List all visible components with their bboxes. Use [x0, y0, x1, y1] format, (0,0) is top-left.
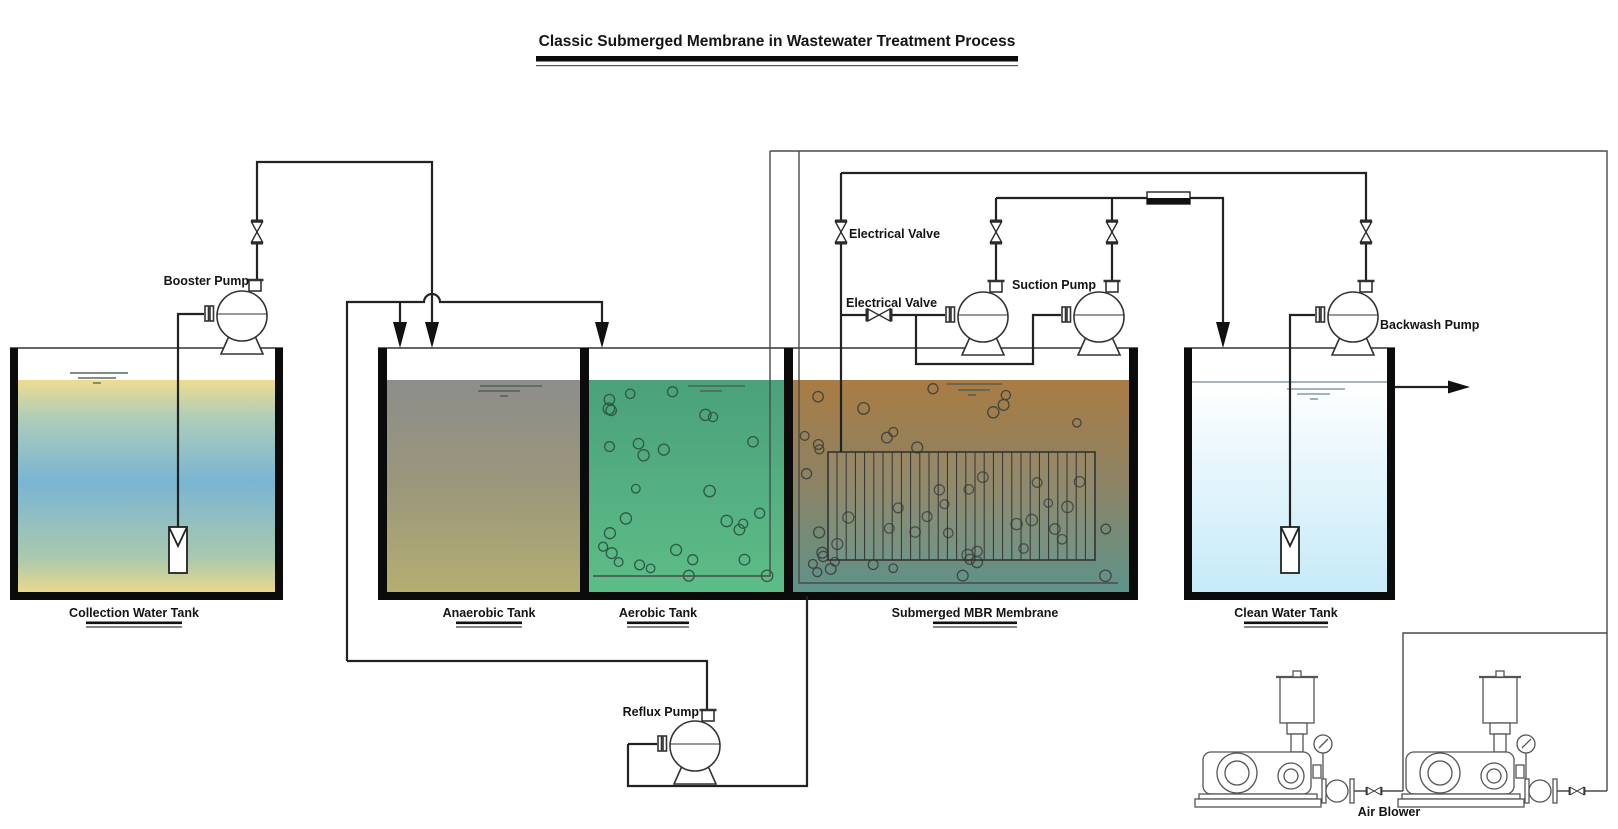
distribution-pipe [345, 292, 604, 661]
tank-labels: Collection Water Tank Anaerobic Tank Aer… [69, 606, 1338, 628]
electrical-valve-suction-icon [865, 307, 893, 323]
reflux-pump-icon [656, 708, 722, 786]
permeate-pipe [994, 196, 1225, 322]
clean-tank-walls [1184, 348, 1395, 600]
process-piping [176, 160, 1450, 788]
flow-arrows [393, 322, 1470, 394]
air-blower2-icon [1396, 669, 1559, 809]
backwash-suction-pipe [1288, 313, 1315, 527]
clean-surface-ripples [1287, 388, 1345, 400]
blower1-air-riser [1402, 632, 1607, 791]
anaerobic-tank-label: Anaerobic Tank [443, 606, 536, 620]
air-blower1-icon [1193, 669, 1356, 809]
flow-meter [1146, 191, 1191, 205]
air-header-pipe [770, 150, 1608, 791]
suction-pump1-valve-icon [989, 219, 1003, 245]
bio-tank-walls [378, 348, 1138, 600]
booster-valve-icon [250, 219, 264, 245]
suction-pump2-valve-icon [1105, 219, 1119, 245]
reflux-suction-pipe [626, 596, 809, 788]
booster-pump-icon [203, 278, 269, 356]
bio-surface-ripples [478, 383, 1002, 397]
equipment-labels: Booster Pump Suction Pump Backwash Pump … [164, 227, 1480, 819]
mbr-tank-label: Submerged MBR Membrane [892, 606, 1059, 620]
collection-tank-label: Collection Water Tank [69, 606, 199, 620]
electrical-valve-backwash-icon [834, 219, 848, 245]
blower2-valve-icon [1568, 786, 1586, 796]
air-blower-label: Air Blower [1358, 805, 1421, 819]
backwash-valve-icon [1359, 219, 1373, 245]
backwash-pump-label: Backwash Pump [1380, 318, 1480, 332]
suction-pump1-icon [944, 279, 1010, 357]
booster-pump-label: Booster Pump [164, 274, 250, 288]
arrow-into-clean-tank [1216, 322, 1230, 348]
electrical-valve-backwash-label: Electrical Valve [849, 227, 940, 241]
air-piping [593, 150, 1608, 792]
collection-water [18, 380, 275, 592]
reflux-pump-label: Reflux Pump [623, 705, 700, 719]
diagram-title: Classic Submerged Membrane in Wastewater… [536, 33, 1018, 67]
collection-strainer-icon [168, 526, 188, 574]
aerobic-bubbles [597, 386, 774, 583]
mbr-air-sparger-pipe [798, 151, 1118, 584]
backwash-pump-icon [1314, 279, 1380, 357]
membrane-module [827, 451, 1096, 561]
arrow-into-anaerobic-reflux [393, 322, 407, 348]
arrow-into-anaerobic-feed [425, 322, 439, 348]
reflux-discharge-pipe [347, 659, 709, 710]
mbr-water [793, 380, 1129, 592]
title-text: Classic Submerged Membrane in Wastewater… [539, 33, 1016, 50]
suction-pump2-icon [1060, 279, 1126, 357]
suction-pump-label: Suction Pump [1012, 278, 1096, 292]
aerobic-air-sparger-pipe [593, 151, 771, 577]
clean-strainer-icon [1280, 526, 1300, 574]
mbr-bubbles [799, 383, 1112, 583]
booster-suction-pipe [176, 312, 204, 527]
electrical-valve-suction-label: Electrical Valve [846, 296, 937, 310]
aerobic-tank-label: Aerobic Tank [619, 606, 697, 620]
clean-tank-label: Clean Water Tank [1234, 606, 1338, 620]
bio-tank-group [378, 347, 1138, 600]
title-underline-thin [536, 65, 1018, 67]
booster-discharge-pipe [255, 160, 434, 322]
backwash-pipe [841, 171, 1368, 280]
title-underline-thick [536, 56, 1018, 62]
anaerobic-water [387, 380, 580, 592]
collection-water-tank [10, 347, 283, 600]
suction-manifold-pipe [841, 313, 1061, 366]
aerobic-water [589, 380, 784, 592]
collection-tank-walls [10, 348, 283, 600]
membrane-fibers [836, 452, 1086, 560]
arrow-clean-water-outlet [1448, 380, 1470, 394]
collection-surface-ripples [70, 372, 128, 384]
arrow-into-aerobic [595, 322, 609, 348]
blower1-valve-icon [1365, 786, 1383, 796]
